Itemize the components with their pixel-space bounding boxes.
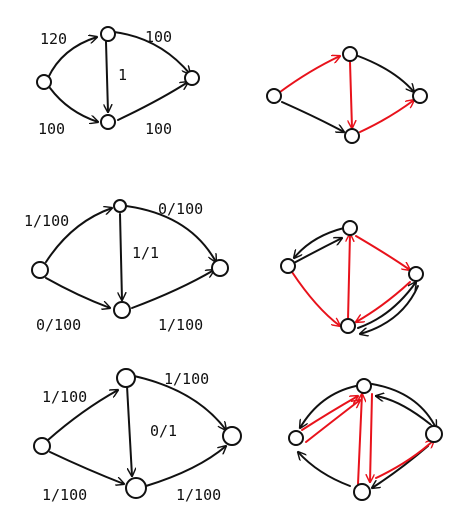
edge-a-to-t: [113, 31, 190, 74]
node-a: [100, 26, 116, 42]
edge-s-to-b: [49, 87, 98, 122]
label-s-to-a: 1/100: [24, 212, 69, 230]
node-a: [356, 378, 372, 394]
edge-s-to-a: [291, 238, 342, 265]
node-t: [412, 88, 428, 104]
edge-a-to-t: [355, 235, 410, 270]
node-b: [125, 477, 147, 499]
edge-b-to-t: [359, 100, 414, 133]
panel-top-left: 120 100 1 100 100: [36, 26, 200, 138]
node-s: [280, 258, 296, 274]
edge-a-to-b: [120, 213, 122, 300]
edge-s-to-a: [47, 37, 97, 79]
edge-s-to-a-outer: [305, 400, 360, 443]
panel-middle-left: 1/100 0/100 1/1 0/100 1/100: [24, 199, 229, 334]
panel-middle-right: [280, 220, 424, 334]
edge-s-to-b: [281, 101, 344, 132]
panel-bottom-right: [288, 378, 443, 501]
edge-b-to-t: [117, 82, 188, 121]
node-t: [211, 259, 229, 277]
node-b: [340, 318, 356, 334]
label-s-to-a: 1/100: [42, 388, 87, 406]
edge-a-to-t: [371, 383, 436, 428]
edge-s-to-b: [45, 277, 110, 308]
label-s-to-b: 100: [38, 120, 65, 138]
label-s-to-b: 1/100: [42, 486, 87, 504]
label-s-to-b: 0/100: [36, 316, 81, 334]
node-a: [113, 199, 127, 213]
edge-a-to-s: [300, 385, 357, 428]
label-a-to-b: 1/1: [132, 244, 159, 262]
node-b: [113, 301, 131, 319]
edge-b-to-a: [348, 234, 350, 321]
edge-s-to-b: [291, 271, 340, 326]
node-s: [31, 261, 49, 279]
node-a: [116, 368, 136, 388]
edge-a-to-b: [350, 61, 352, 128]
node-s: [36, 74, 52, 90]
node-t: [408, 266, 424, 282]
node-s: [288, 430, 304, 446]
label-b-to-t: 100: [145, 120, 172, 138]
edge-t-to-a: [376, 396, 431, 425]
label-a-to-t: 100: [145, 28, 172, 46]
edge-b-to-t: [357, 282, 416, 329]
node-a: [342, 220, 358, 236]
edge-a-to-t: [125, 205, 216, 262]
panel-top-right: [266, 46, 428, 144]
edge-b-to-t: [375, 440, 434, 479]
edge-a-to-b: [370, 393, 372, 482]
edge-s-to-b: [49, 451, 124, 484]
label-a-to-t: 0/100: [158, 200, 203, 218]
edge-b-to-t: [131, 270, 214, 309]
node-a: [342, 46, 358, 62]
node-t: [222, 426, 242, 446]
edge-b-to-t: [145, 446, 226, 487]
label-a-to-t: 1/100: [164, 370, 209, 388]
edge-a-to-s: [294, 227, 345, 258]
edge-a-to-b: [126, 385, 132, 476]
edge-s-to-a: [47, 390, 118, 441]
label-a-to-b: 1: [118, 66, 127, 84]
edge-s-to-a: [45, 208, 112, 263]
edge-b-to-a: [357, 394, 362, 485]
edge-a-to-t: [133, 375, 226, 430]
edge-s-to-a: [279, 56, 340, 93]
node-s: [33, 437, 51, 455]
edge-a-to-b: [106, 41, 108, 112]
edge-t-to-b-outer: [360, 285, 419, 334]
label-s-to-a: 120: [40, 30, 67, 48]
label-a-to-b: 0/1: [150, 422, 177, 440]
label-b-to-t: 1/100: [158, 316, 203, 334]
node-b: [100, 114, 116, 130]
node-b: [353, 483, 371, 501]
node-s: [266, 88, 282, 104]
edge-b-to-s: [298, 452, 351, 487]
label-b-to-t: 1/100: [176, 486, 221, 504]
edge-a-to-t: [357, 55, 414, 92]
node-t: [184, 70, 200, 86]
panel-bottom-left: 1/100 1/100 0/1 1/100 1/100: [33, 368, 242, 504]
edge-t-to-b: [356, 281, 411, 322]
node-t: [425, 425, 443, 443]
node-b: [344, 128, 360, 144]
